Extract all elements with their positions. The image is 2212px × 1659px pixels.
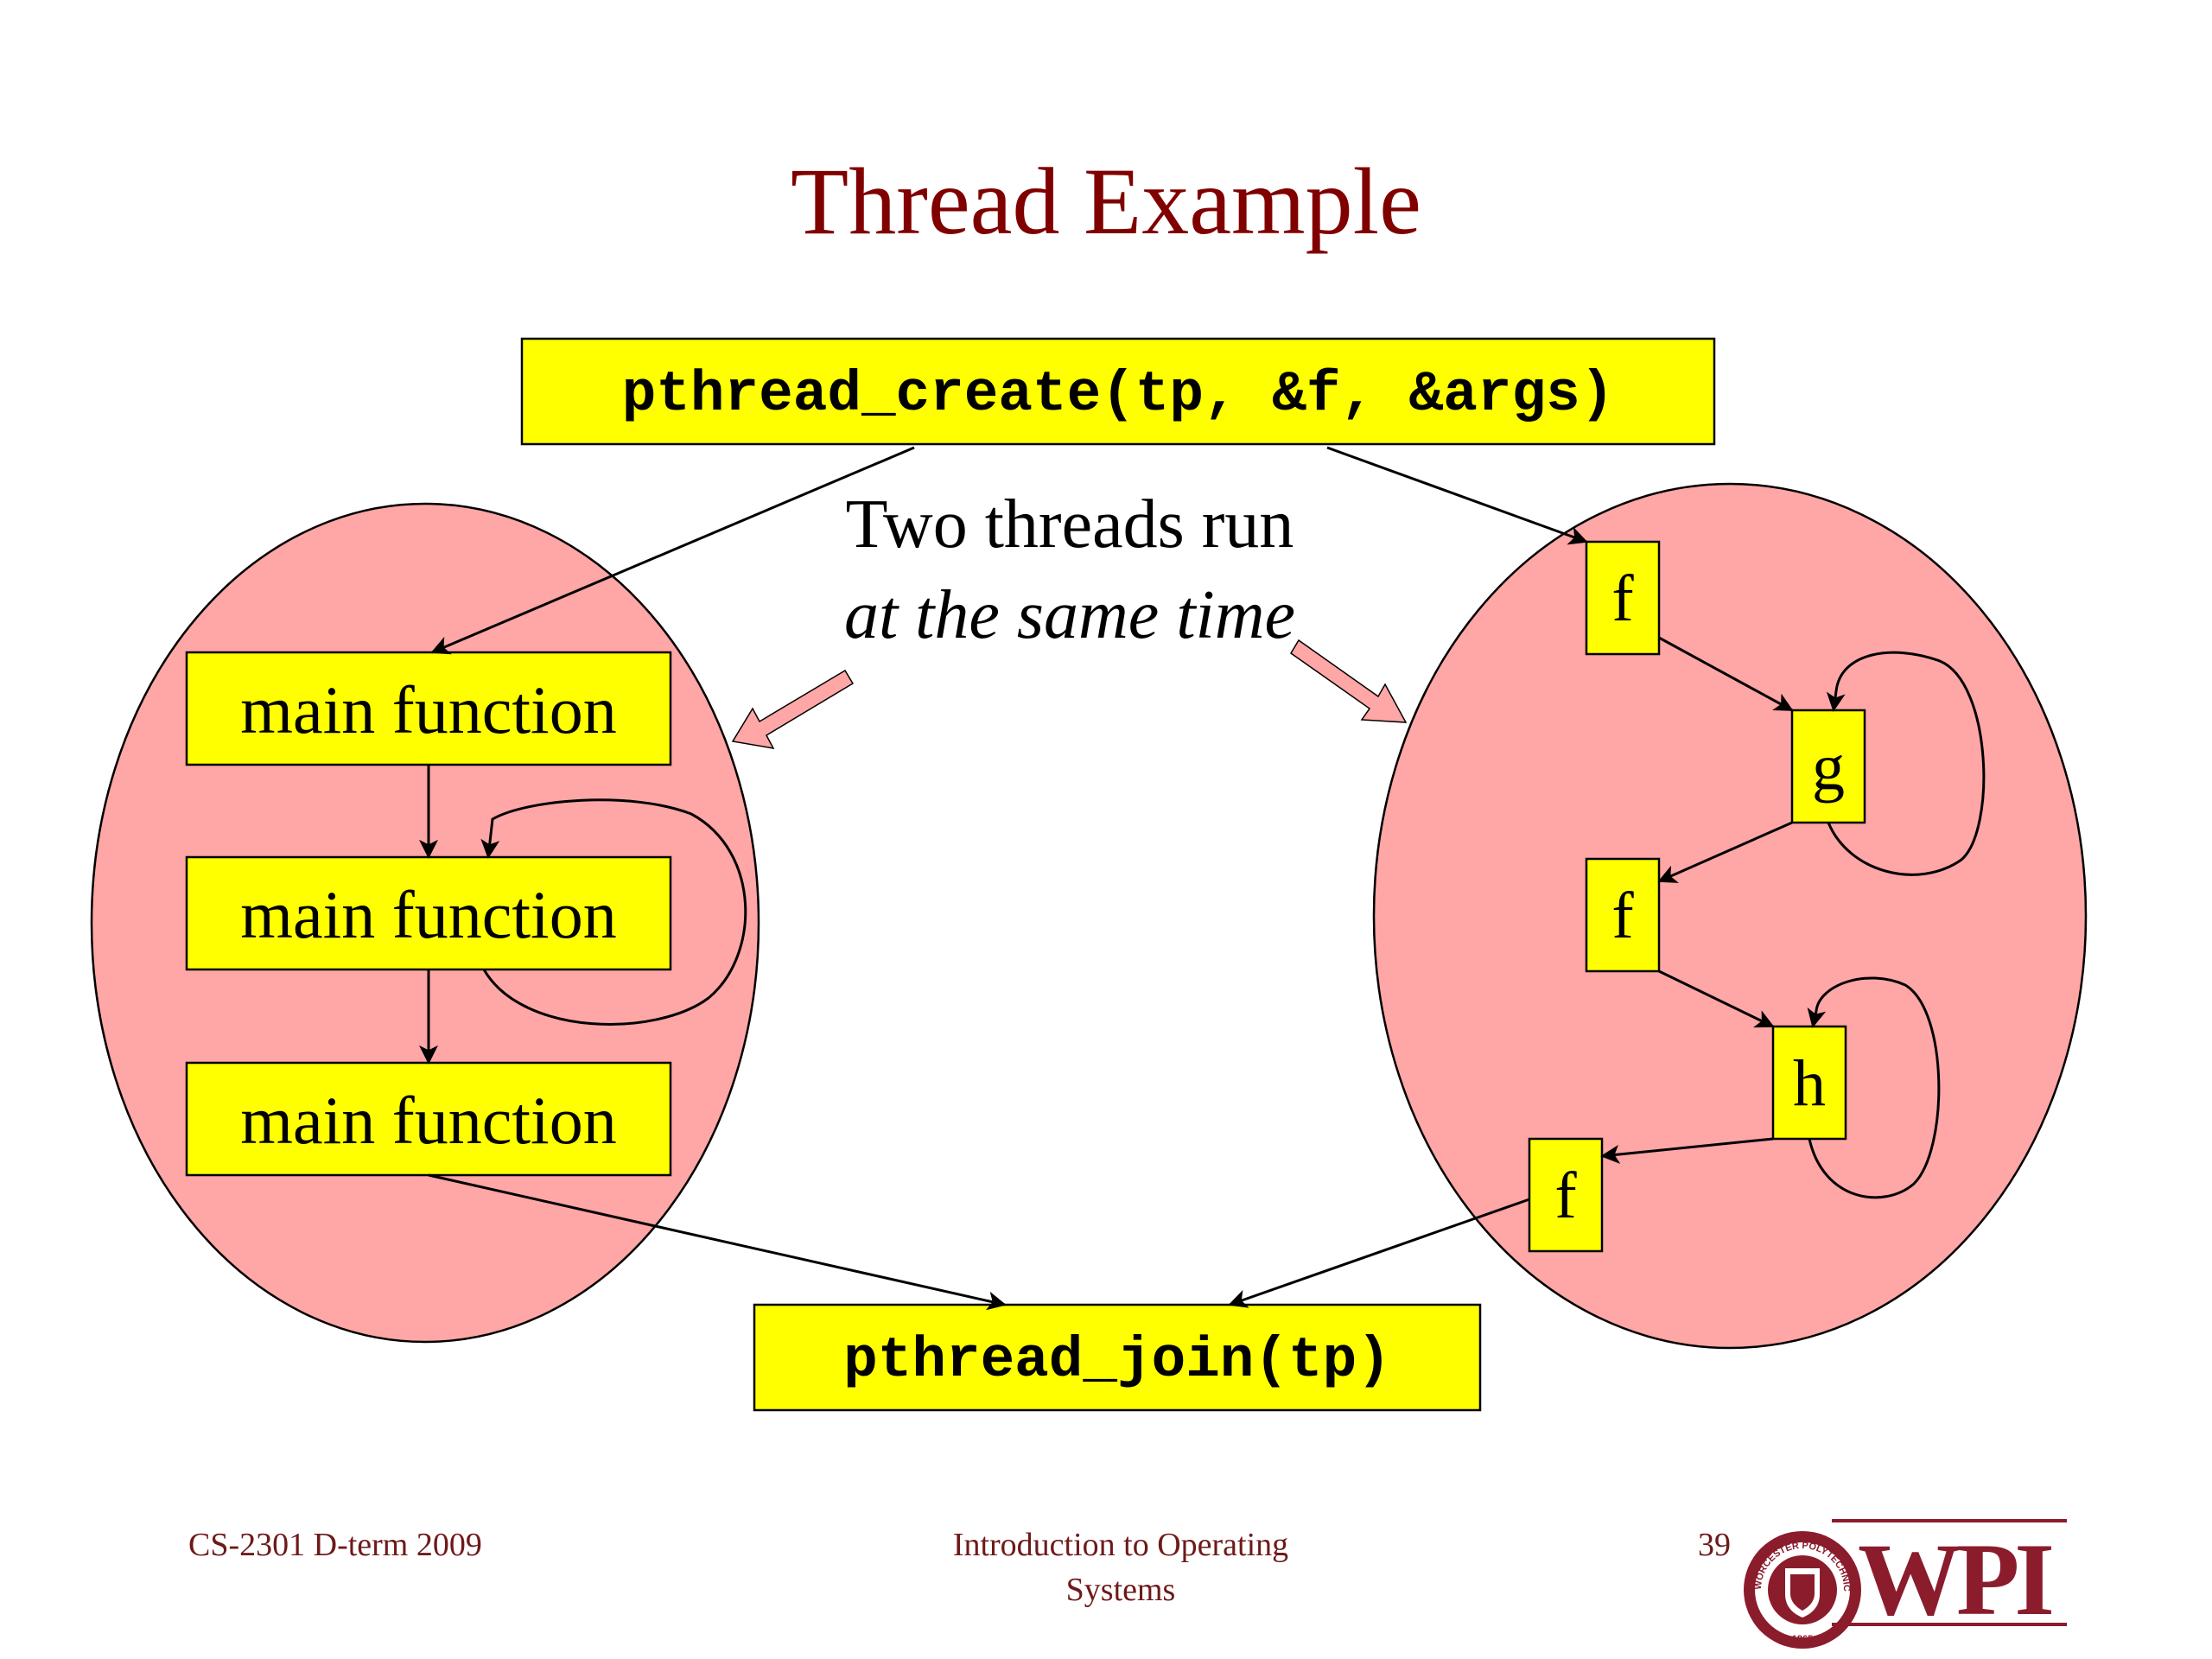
pthread-create-box: pthread_create(tp, &f, &args)	[520, 337, 1716, 446]
arrow-create-to-main	[430, 446, 915, 655]
h-box: h	[1771, 1025, 1847, 1141]
footer-topic-line-2: Systems	[1066, 1572, 1176, 1608]
footer-course: CS-2301 D-term 2009	[188, 1527, 482, 1563]
main-function-label-1: main function	[240, 672, 616, 747]
pthread-join-box: pthread_join(tp)	[753, 1303, 1482, 1412]
footer-topic-line-1: Introduction to Operating	[953, 1527, 1288, 1563]
arrow-f3-to-join	[1228, 1198, 1530, 1308]
caption-pointer-right	[1289, 639, 1408, 723]
arrow-f1-to-g	[1658, 636, 1794, 712]
loop-arrow-main	[480, 798, 747, 1026]
main-function-box-2: main function	[185, 855, 672, 971]
caption-line-2: at the same time	[844, 577, 1295, 653]
f-label-1: f	[1611, 563, 1634, 635]
main-function-label-3: main function	[240, 1083, 616, 1158]
arrow-main-to-join	[428, 1173, 1007, 1311]
f-box-3: f	[1528, 1137, 1604, 1253]
pthread-create-label: pthread_create(tp, &f, &args)	[622, 362, 1615, 427]
h-label: h	[1793, 1047, 1826, 1120]
wpi-wordmark: WPI	[1858, 1522, 2051, 1637]
svg-text:1865: 1865	[1792, 1634, 1813, 1644]
main-function-box-1: main function	[185, 651, 672, 766]
page-number: 39	[1698, 1527, 1731, 1563]
g-label: g	[1812, 731, 1845, 804]
arrow-h-to-f3	[1600, 1137, 1774, 1164]
pthread-join-label: pthread_join(tp)	[843, 1328, 1391, 1393]
loop-arrow-g	[1826, 651, 1986, 876]
caption-line-1: Two threads run	[846, 486, 1294, 563]
loop-arrow-h	[1807, 976, 1941, 1199]
second-thread-oval	[1372, 482, 2088, 1350]
f-box-2: f	[1585, 857, 1661, 973]
g-box: g	[1790, 709, 1866, 824]
caption-pointer-left	[731, 669, 855, 749]
arrow-g-to-f2	[1657, 821, 1793, 883]
main-function-box-3: main function	[185, 1061, 672, 1177]
f-box-1: f	[1585, 540, 1661, 656]
arrow-f2-to-h	[1658, 969, 1775, 1028]
main-function-label-2: main function	[240, 877, 616, 952]
f-label-3: f	[1554, 1160, 1577, 1232]
arrow-create-to-f	[1326, 446, 1588, 545]
slide-title: Thread Example	[791, 149, 1421, 254]
f-label-2: f	[1611, 880, 1634, 952]
